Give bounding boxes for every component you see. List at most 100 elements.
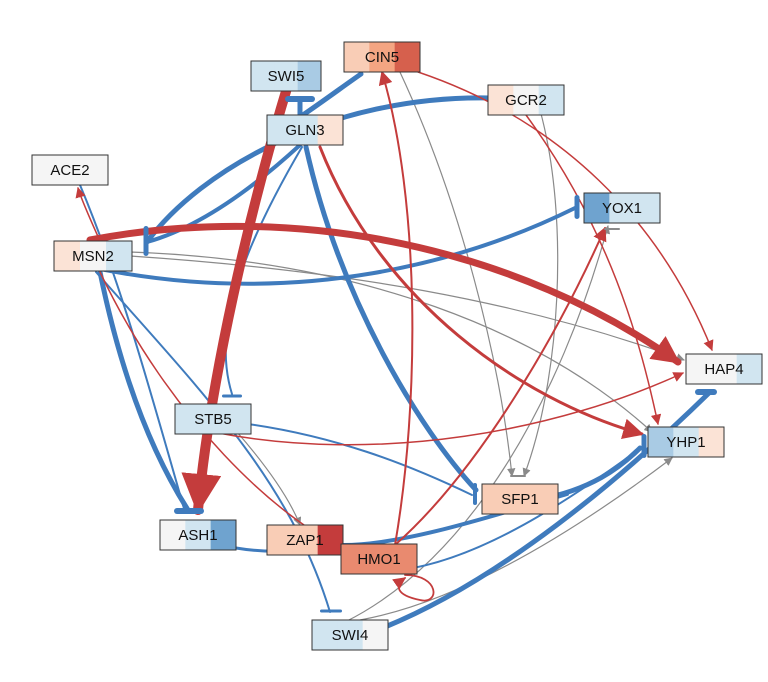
node-color-segment bbox=[366, 544, 393, 574]
repression-bar bbox=[574, 195, 580, 219]
edge-cin5-to-hap4 bbox=[417, 71, 714, 351]
repression-bar bbox=[604, 228, 620, 230]
node-color-segment bbox=[267, 115, 293, 145]
node-border bbox=[266, 114, 344, 146]
node-color-segment bbox=[341, 544, 367, 574]
node-color-segment bbox=[317, 525, 344, 555]
edge-ace2-to-ash1 bbox=[79, 184, 186, 513]
node-label: SWI5 bbox=[268, 68, 305, 85]
node-swi4[interactable]: SWI4 bbox=[311, 619, 389, 651]
node-border bbox=[250, 60, 322, 92]
node-color-segment bbox=[736, 354, 763, 384]
node-label: ASH1 bbox=[178, 527, 217, 544]
edge-gcr2-to-sfp1 bbox=[522, 109, 559, 477]
node-sfp1[interactable]: SFP1 bbox=[481, 483, 559, 515]
node-cin5[interactable]: CIN5 bbox=[343, 41, 421, 73]
node-color-segment bbox=[648, 427, 674, 457]
node-label: YHP1 bbox=[666, 434, 705, 451]
node-color-segment bbox=[513, 85, 540, 115]
node-color-segment bbox=[538, 85, 565, 115]
repression-bar bbox=[320, 609, 342, 613]
node-msn2[interactable]: MSN2 bbox=[53, 240, 133, 272]
node-border bbox=[481, 483, 559, 515]
node-color-segment bbox=[532, 484, 559, 514]
repression-bar bbox=[143, 226, 149, 256]
node-border bbox=[487, 84, 565, 116]
node-color-segment bbox=[312, 620, 338, 650]
node-gcr2[interactable]: GCR2 bbox=[487, 84, 565, 116]
edge-msn2-to-ash1 bbox=[97, 269, 191, 513]
node-color-segment bbox=[369, 42, 396, 72]
edge-msn2-to-hap4 bbox=[129, 255, 685, 362]
node-ash1[interactable]: ASH1 bbox=[159, 519, 237, 551]
node-gln3[interactable]: GLN3 bbox=[266, 114, 344, 146]
node-color-segment bbox=[210, 520, 237, 550]
node-hmo1[interactable]: HMO1 bbox=[340, 543, 418, 575]
node-color-segment bbox=[317, 115, 344, 145]
node-color-segment bbox=[394, 42, 421, 72]
node-color-segment bbox=[292, 525, 319, 555]
repression-bars-layer bbox=[143, 96, 717, 613]
edge-gln3-to-cin5 bbox=[297, 71, 364, 120]
edge-hmo1-to-yox1 bbox=[394, 226, 607, 546]
node-color-segment bbox=[175, 404, 201, 434]
node-border bbox=[340, 543, 418, 575]
repression-bar bbox=[510, 475, 526, 477]
node-color-segment bbox=[185, 520, 212, 550]
node-border bbox=[311, 619, 389, 651]
node-label: GCR2 bbox=[505, 92, 547, 109]
node-color-segment bbox=[482, 484, 508, 514]
repression-bar bbox=[695, 389, 717, 395]
node-color-segment bbox=[80, 241, 107, 271]
node-ace2[interactable]: ACE2 bbox=[31, 154, 109, 186]
node-label: SWI4 bbox=[332, 627, 369, 644]
node-color-segment bbox=[32, 155, 58, 185]
node-stb5[interactable]: STB5 bbox=[174, 403, 252, 435]
edge-swi4-to-yhp1 bbox=[359, 457, 673, 621]
node-color-segment bbox=[225, 404, 252, 434]
node-color-segment bbox=[584, 193, 610, 223]
node-color-segment bbox=[106, 241, 133, 271]
node-color-segment bbox=[267, 525, 293, 555]
node-border bbox=[53, 240, 133, 272]
edge-hmo1-to-hmo1 bbox=[392, 574, 435, 602]
node-swi5[interactable]: SWI5 bbox=[250, 60, 322, 92]
node-label: STB5 bbox=[194, 411, 232, 428]
node-yox1[interactable]: YOX1 bbox=[583, 192, 661, 224]
node-color-segment bbox=[54, 241, 81, 271]
node-color-segment bbox=[292, 115, 319, 145]
edge-hmo1-to-cin5 bbox=[378, 70, 414, 546]
node-color-segment bbox=[251, 61, 275, 91]
edge-msn2-to-hap4 bbox=[86, 222, 682, 366]
node-color-segment bbox=[686, 354, 712, 384]
node-label: SFP1 bbox=[501, 491, 539, 508]
node-zap1[interactable]: ZAP1 bbox=[266, 524, 344, 556]
edge-stb5-to-sfp1 bbox=[212, 419, 473, 496]
node-border bbox=[685, 353, 763, 385]
node-color-segment bbox=[698, 427, 725, 457]
node-color-segment bbox=[82, 155, 109, 185]
node-color-segment bbox=[57, 155, 84, 185]
repression-bar bbox=[222, 394, 242, 398]
node-color-segment bbox=[160, 520, 186, 550]
node-border bbox=[174, 403, 252, 435]
node-hap4[interactable]: HAP4 bbox=[685, 353, 763, 385]
edge-stb5-to-hap4 bbox=[212, 372, 684, 446]
node-border bbox=[31, 154, 109, 186]
repression-bar bbox=[641, 434, 647, 458]
node-label: MSN2 bbox=[72, 248, 114, 265]
node-border bbox=[159, 519, 237, 551]
node-yhp1[interactable]: YHP1 bbox=[647, 426, 725, 458]
edge-msn2-to-yhp1 bbox=[129, 251, 653, 433]
edge-gln3-to-yhp1 bbox=[318, 145, 645, 440]
node-label: HMO1 bbox=[357, 551, 400, 568]
nodes-layer: CIN5SWI5GCR2GLN3ACE2YOX1MSN2HAP4STB5YHP1… bbox=[31, 41, 763, 651]
repression-bar bbox=[473, 483, 477, 505]
edge-hmo1-to-yhp1 bbox=[399, 444, 646, 571]
node-border bbox=[266, 524, 344, 556]
node-label: YOX1 bbox=[602, 200, 642, 217]
node-color-segment bbox=[391, 544, 418, 574]
node-label: ZAP1 bbox=[286, 532, 324, 549]
